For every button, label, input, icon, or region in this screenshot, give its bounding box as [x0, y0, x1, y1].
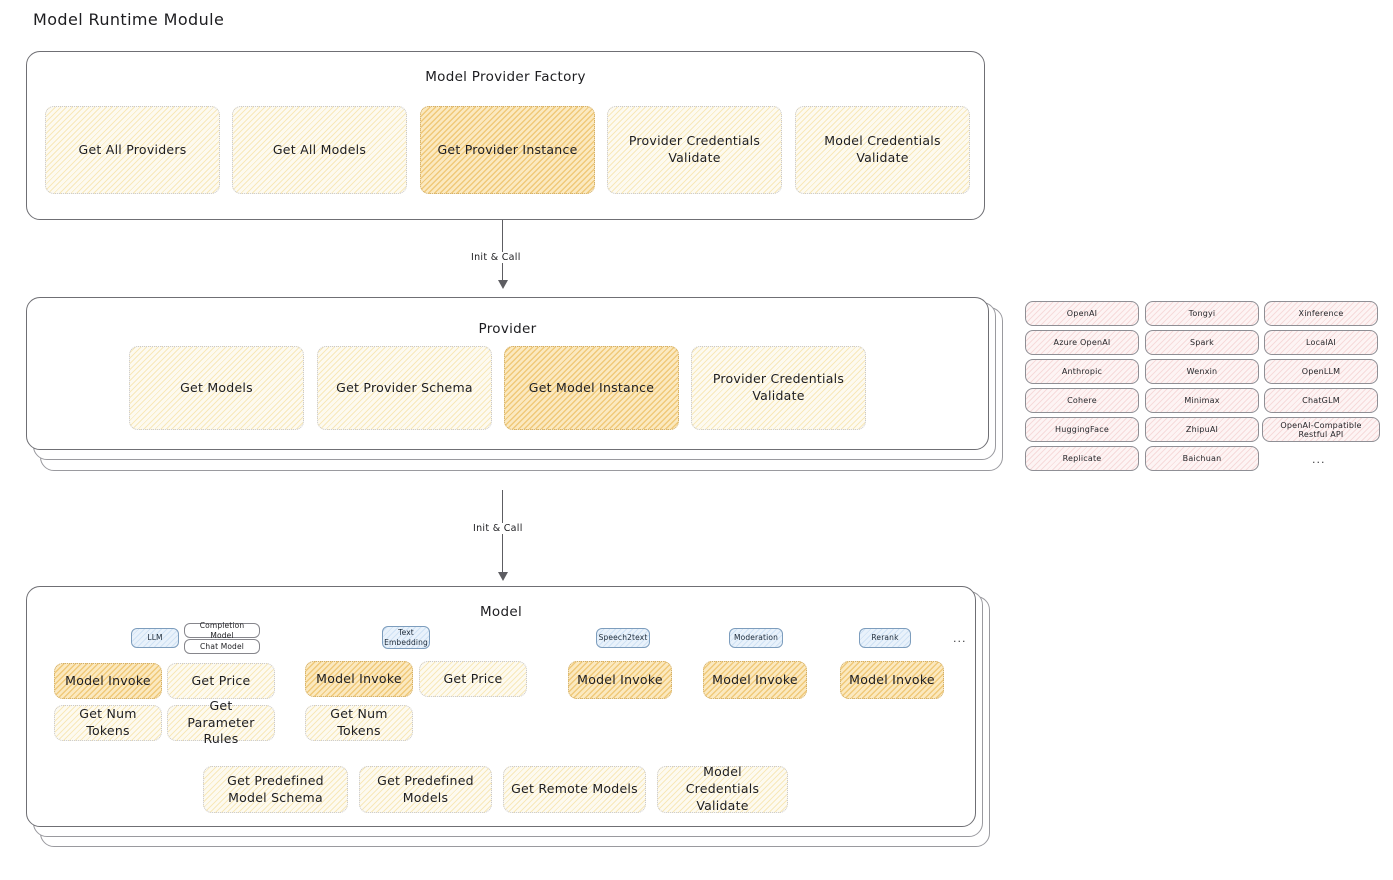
model-title: Model: [479, 604, 523, 620]
provider-pill-baichuan[interactable]: Baichuan: [1145, 446, 1259, 471]
model-provider-factory-title: Model Provider Factory: [425, 69, 586, 85]
page-title: Model Runtime Module: [33, 10, 225, 29]
badge-speech2text[interactable]: Speech2text: [596, 628, 650, 648]
node-get-all-providers[interactable]: Get All Providers: [45, 106, 220, 194]
node-get-model-instance[interactable]: Get Model Instance: [504, 346, 679, 430]
provider-pill-tongyi[interactable]: Tongyi: [1145, 301, 1259, 326]
provider-pill-replicate[interactable]: Replicate: [1025, 446, 1139, 471]
node-get-all-models[interactable]: Get All Models: [232, 106, 407, 194]
badge-moderation[interactable]: Moderation: [729, 628, 783, 648]
node-speech2text-model-invoke[interactable]: Model Invoke: [568, 661, 672, 699]
arrow-factory-to-provider-head: [498, 280, 508, 289]
node-llm-get-parameter-rules[interactable]: Get Parameter Rules: [167, 698, 275, 746]
node-llm-get-num-tokens[interactable]: Get Num Tokens: [54, 705, 162, 741]
node-llm-model-invoke[interactable]: Model Invoke: [54, 663, 162, 699]
node-model-credentials-validate[interactable]: Model Credentials Validate: [795, 106, 970, 194]
arrow-factory-to-provider-label: Init & Call: [468, 252, 524, 263]
node-embedding-get-price[interactable]: Get Price: [419, 661, 527, 697]
node-embedding-model-invoke[interactable]: Model Invoke: [305, 661, 413, 697]
node-rerank-model-invoke[interactable]: Model Invoke: [840, 661, 944, 699]
node-embedding-get-num-tokens[interactable]: Get Num Tokens: [305, 705, 413, 741]
provider-pill-openai-compatible-restful-api[interactable]: OpenAI-Compatible Restful API: [1262, 417, 1380, 442]
provider-pill-huggingface[interactable]: HuggingFace: [1025, 417, 1139, 442]
arrow-provider-to-model-label: Init & Call: [470, 523, 526, 534]
node-get-models[interactable]: Get Models: [129, 346, 304, 430]
provider-pill-localai[interactable]: LocalAI: [1264, 330, 1378, 355]
provider-pill-anthropic[interactable]: Anthropic: [1025, 359, 1139, 384]
node-provider-credentials-validate[interactable]: Provider Credentials Validate: [607, 106, 782, 194]
model-groups-more: ...: [953, 632, 967, 645]
provider-pill-cohere[interactable]: Cohere: [1025, 388, 1139, 413]
badge-rerank[interactable]: Rerank: [859, 628, 911, 648]
node-get-remote-models[interactable]: Get Remote Models: [503, 766, 646, 813]
model-panel: [26, 586, 976, 827]
provider-pill-wenxin[interactable]: Wenxin: [1145, 359, 1259, 384]
node-get-predefined-model-schema[interactable]: Get Predefined Model Schema: [203, 766, 348, 813]
arrow-factory-to-provider-line: [502, 220, 504, 282]
provider-pill-chatglm[interactable]: ChatGLM: [1264, 388, 1378, 413]
node-get-provider-instance[interactable]: Get Provider Instance: [420, 106, 595, 194]
badge-chat-model[interactable]: Chat Model: [184, 639, 260, 654]
node-moderation-model-invoke[interactable]: Model Invoke: [703, 661, 807, 699]
provider-list-more: ...: [1312, 453, 1326, 466]
badge-llm[interactable]: LLM: [131, 628, 179, 648]
node-get-predefined-models[interactable]: Get Predefined Models: [359, 766, 492, 813]
provider-pill-openllm[interactable]: OpenLLM: [1264, 359, 1378, 384]
provider-pill-openai[interactable]: OpenAI: [1025, 301, 1139, 326]
node-model-credentials-validate-3[interactable]: Model Credentials Validate: [657, 764, 788, 813]
node-get-provider-schema[interactable]: Get Provider Schema: [317, 346, 492, 430]
badge-text-embedding[interactable]: Text Embedding: [382, 626, 430, 649]
node-llm-get-price[interactable]: Get Price: [167, 663, 275, 699]
provider-pill-minimax[interactable]: Minimax: [1145, 388, 1259, 413]
node-provider-credentials-validate-2[interactable]: Provider Credentials Validate: [691, 346, 866, 430]
provider-title: Provider: [478, 321, 537, 337]
provider-pill-zhipuai[interactable]: ZhipuAI: [1145, 417, 1259, 442]
provider-pill-azure-openai[interactable]: Azure OpenAI: [1025, 330, 1139, 355]
arrow-provider-to-model-head: [498, 572, 508, 581]
provider-pill-spark[interactable]: Spark: [1145, 330, 1259, 355]
badge-completion-model[interactable]: Completion Model: [184, 621, 260, 640]
provider-pill-xinference[interactable]: Xinference: [1264, 301, 1378, 326]
